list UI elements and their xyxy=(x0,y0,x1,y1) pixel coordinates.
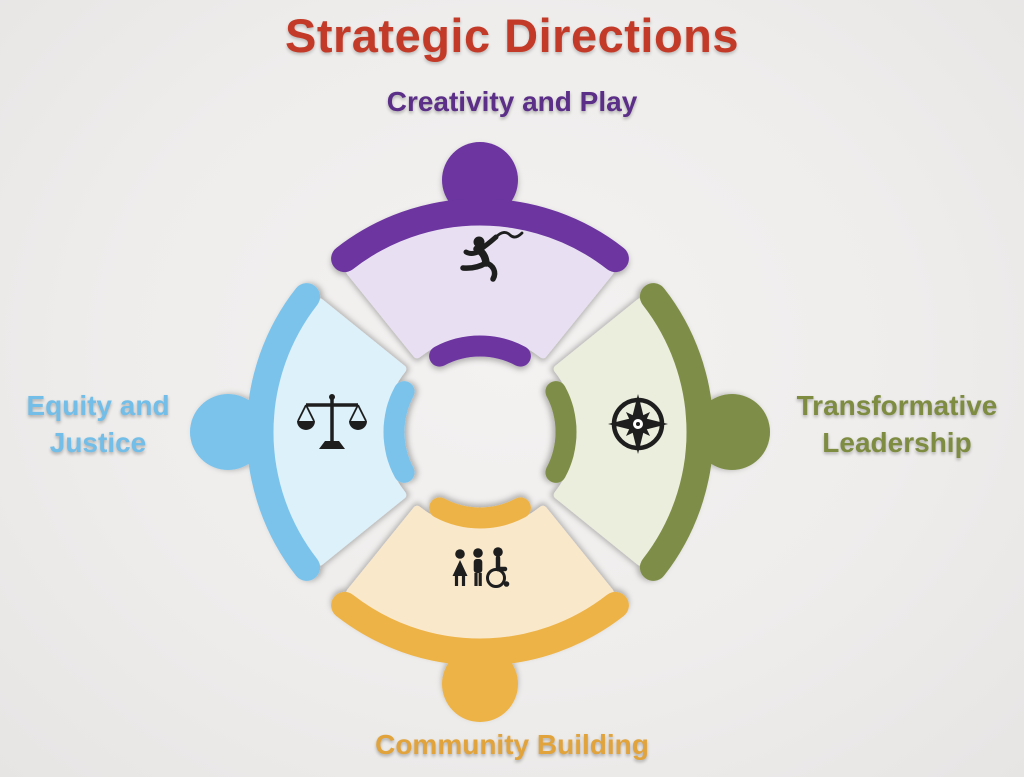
wheelchair-caster xyxy=(503,581,510,587)
segment-transformative-leadership xyxy=(545,283,770,581)
segment-community-building xyxy=(331,497,629,722)
scale-finial xyxy=(329,394,335,400)
compass-rose-icon xyxy=(608,394,668,454)
wedge-top xyxy=(346,222,614,359)
dancer-arm-front xyxy=(463,249,481,256)
wheelchair-wheel xyxy=(486,568,506,588)
dancer-leg-back xyxy=(483,260,498,282)
scale-pan-right xyxy=(349,421,367,430)
man-head xyxy=(473,548,483,558)
puzzle-knob-bottom xyxy=(442,646,518,722)
ribbon-dancer-icon xyxy=(460,231,524,282)
family-accessibility-icon xyxy=(452,547,510,588)
wedge-left xyxy=(270,298,407,566)
wedge-right xyxy=(553,298,690,566)
scale-string xyxy=(349,404,359,422)
outer-arc-right xyxy=(639,283,714,581)
dancer-ribbon xyxy=(494,231,524,239)
dancer-arm-up xyxy=(475,234,499,254)
scale-base xyxy=(319,441,345,449)
inner-arc-bottom xyxy=(429,497,531,529)
compass-center-dot xyxy=(636,422,640,426)
inner-arc-top xyxy=(429,335,531,367)
woman-head xyxy=(455,549,465,559)
label-community-building: Community Building xyxy=(375,729,649,760)
segment-creativity-and-play xyxy=(331,142,629,367)
puzzle-knob-top xyxy=(442,142,518,218)
justice-scales-icon xyxy=(297,394,367,449)
outer-arc-left xyxy=(246,283,321,581)
label-transformative-leadership: Transformative Leadership xyxy=(796,390,998,458)
scale-string xyxy=(357,404,367,422)
dancer-head xyxy=(473,236,485,248)
label-equity-and-justice: Equity and Justice xyxy=(26,390,170,458)
inner-arc-right xyxy=(545,381,577,483)
scale-string xyxy=(305,404,315,422)
segment-equity-and-justice xyxy=(190,283,415,581)
puzzle-knob-left xyxy=(190,394,266,470)
scale-pan-left xyxy=(297,421,315,430)
inner-arc-left xyxy=(383,381,415,483)
scale-string xyxy=(297,404,307,422)
wheelchair-user-head xyxy=(493,547,503,557)
outer-arc-bottom xyxy=(331,591,629,666)
man-body xyxy=(473,559,483,573)
page-title: Strategic Directions xyxy=(284,9,740,62)
outer-arc-top xyxy=(331,198,629,273)
woman-dress xyxy=(452,560,468,576)
puzzle-knob-right xyxy=(694,394,770,470)
label-creativity-and-play: Creativity and Play xyxy=(386,86,638,117)
